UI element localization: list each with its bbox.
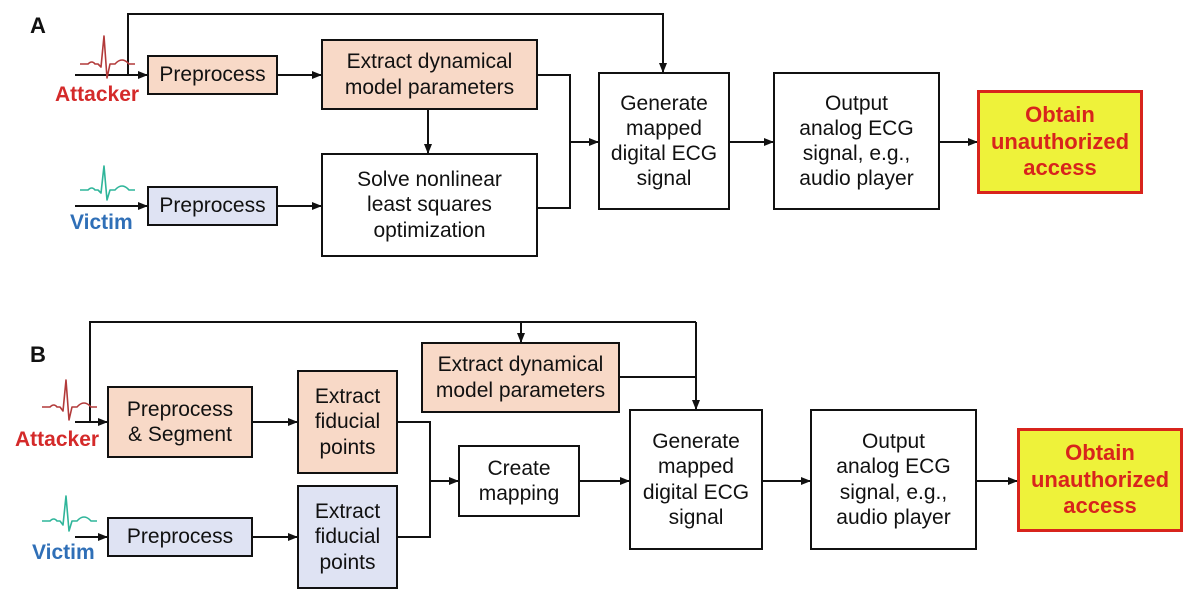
attacker-fiducial-points-box: Extract fiducial points <box>297 370 398 474</box>
obtain-unauthorized-access-box-b: Obtain unauthorized access <box>1017 428 1183 532</box>
line-b-bypass-top <box>89 321 696 422</box>
attacker-ecg-waveform-icon-b <box>42 379 97 421</box>
output-analog-ecg-box: Output analog ECG signal, e.g., audio pl… <box>773 72 940 210</box>
extract-dynamical-parameters-box: Extract dynamical model parameters <box>321 39 538 110</box>
victim-preprocess-box: Preprocess <box>147 186 278 226</box>
attacker-preprocess-box: Preprocess <box>147 55 278 95</box>
extract-dynamical-parameters-box-b: Extract dynamical model parameters <box>421 342 620 413</box>
attacker-label-b: Attacker <box>15 428 100 451</box>
panel-label-a: A <box>30 13 46 38</box>
line-b-fiducials-to-merge <box>398 421 431 538</box>
attacker-label: Attacker <box>55 83 140 106</box>
generate-mapped-ecg-box-b: Generate mapped digital ECG signal <box>629 409 763 550</box>
victim-label: Victim <box>70 211 133 234</box>
obtain-unauthorized-access-box: Obtain unauthorized access <box>977 90 1143 194</box>
victim-ecg-waveform-icon-b <box>42 495 97 532</box>
panel-label-b: B <box>30 342 46 367</box>
generate-mapped-ecg-box: Generate mapped digital ECG signal <box>598 72 730 210</box>
solve-optimization-box: Solve nonlinear least squares optimizati… <box>321 153 538 257</box>
line-a-extract-to-merge <box>538 74 571 209</box>
create-mapping-box: Create mapping <box>458 445 580 517</box>
victim-fiducial-points-box: Extract fiducial points <box>297 485 398 589</box>
victim-preprocess-box-b: Preprocess <box>107 517 253 557</box>
output-analog-ecg-box-b: Output analog ECG signal, e.g., audio pl… <box>810 409 977 550</box>
victim-ecg-waveform-icon <box>80 165 135 201</box>
victim-label-b: Victim <box>32 541 95 564</box>
arrow-a-bypass-to-generate <box>127 13 667 75</box>
attacker-ecg-waveform-icon <box>80 35 135 79</box>
attacker-preprocess-segment-box: Preprocess & Segment <box>107 386 253 458</box>
